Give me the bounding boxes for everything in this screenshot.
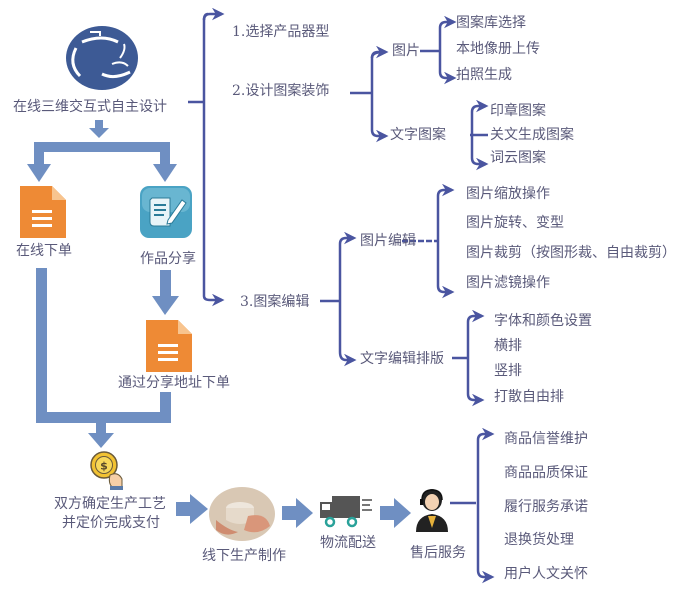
image-branch-label: 图片 [392,43,420,59]
online-order-label: 在线下单 [16,243,72,259]
coin-hand-payment-icon: $ [88,451,128,491]
text-pattern-branch-label: 文字图案 [390,127,446,143]
step-3-pattern-edit: 3.图案编辑 [240,294,310,310]
text-edit-option: 字体和颜色设置 [494,313,592,329]
text-pattern-option: 关文生成图案 [490,127,574,143]
flow-left-vertical [36,268,47,420]
start-online-3d-design-label: 在线三维交互式自主设计 [13,99,167,115]
image-option: 图案库选择 [456,15,526,31]
after-sales-item: 履行服务承诺 [504,499,588,515]
pottery-production-photo [208,486,276,542]
step-1-choose-shape: 1.选择产品器型 [232,24,330,40]
image-edit-option: 图片裁剪（按图形裁、自由裁剪） [466,245,676,261]
image-edit-option: 图片滤镜操作 [466,275,550,291]
image-edit-option: 图片缩放操作 [466,186,550,202]
image-option: 拍照生成 [456,67,512,83]
after-sales-item: 商品品质保证 [504,465,588,481]
svg-text:$: $ [100,460,108,473]
flow-arrow-confirm-to-production [176,494,208,524]
text-edit-branch-label: 文字编辑排版 [360,351,444,367]
delivery-truck-icon [318,494,374,528]
logistics-label: 物流配送 [320,535,376,551]
after-sales-item: 退换货处理 [504,532,574,548]
main-bracket-spine [202,12,225,307]
share-order-document-icon [146,320,192,372]
step-2-design-pattern: 2.设计图案装饰 [232,83,330,99]
flow-merge-bar [36,412,171,423]
after-sales-item: 商品信誉维护 [504,431,588,447]
image-edit-branch-label: 图片编辑 [360,233,416,249]
share-scroll-pen-icon [140,186,192,238]
teapot-logo-icon [62,20,142,92]
work-share-label: 作品分享 [140,251,196,267]
image-edit-option: 图片旋转、变型 [466,215,564,231]
text-edit-option: 打散自由排 [494,389,564,405]
text-edit-option: 竖排 [494,363,522,379]
text-pattern-option: 词云图案 [490,150,546,166]
flow-split-bar [34,142,170,152]
flow-arrow-logistics-to-aftersales [380,498,411,528]
text-edit-option: 横排 [494,338,522,354]
confirm-process-label-line2: 并定价完成支付 [62,515,160,531]
image-option: 本地像册上传 [456,41,540,57]
after-sales-label: 售后服务 [410,545,466,561]
offline-production-label: 线下生产制作 [202,548,286,564]
online-order-document-icon [20,186,66,238]
text-pattern-option: 印章图案 [490,103,546,119]
flow-arrow-production-to-logistics [282,498,313,528]
after-sales-item: 用户人文关怀 [504,566,588,582]
share-order-label: 通过分享地址下单 [118,375,230,391]
flow-arrow-start [95,120,103,128]
customer-service-agent-icon [414,488,450,532]
confirm-process-label-line1: 双方确定生产工艺 [54,496,166,512]
